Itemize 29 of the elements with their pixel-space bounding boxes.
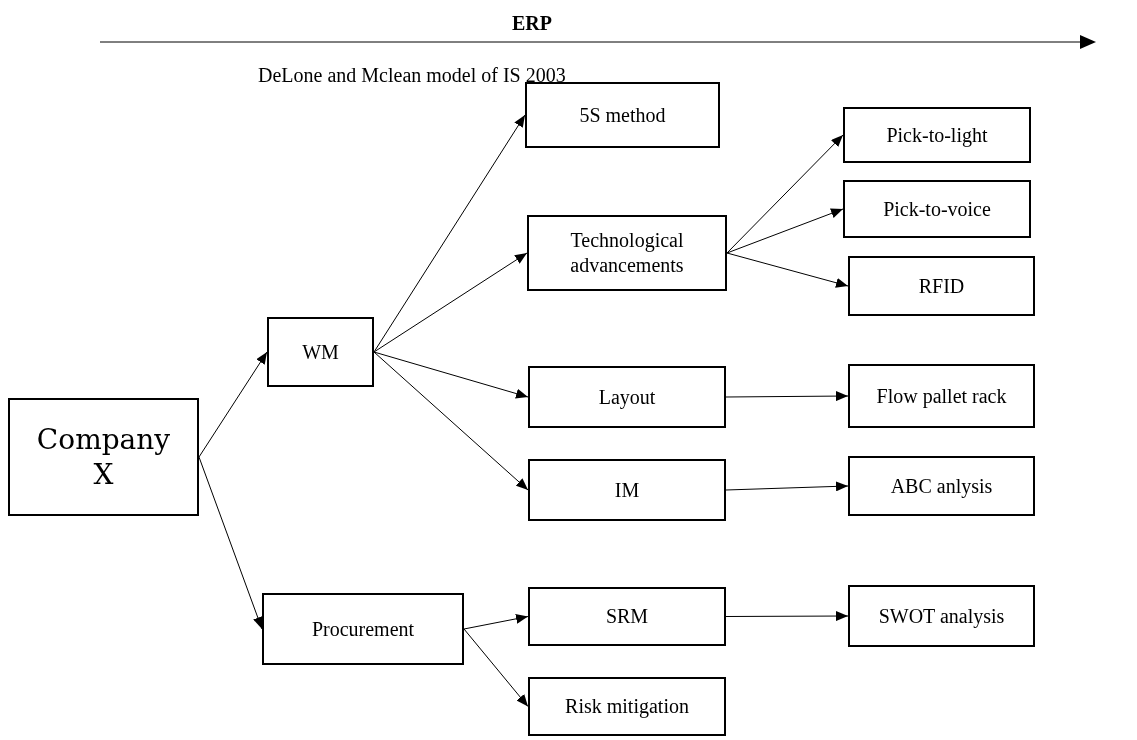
process-box: ABC anlysis (848, 456, 1035, 516)
arrow (463, 628, 529, 707)
arrow (725, 481, 849, 492)
arrow (463, 613, 529, 630)
arrow (373, 114, 526, 353)
arrow (725, 391, 849, 402)
arrow (198, 351, 268, 458)
process-box: Pick-to-voice (843, 180, 1031, 238)
process-box: Layout (528, 366, 726, 428)
arrow (373, 351, 529, 491)
arrow (726, 208, 844, 254)
arrow (373, 252, 528, 353)
process-box: SRM (528, 587, 726, 646)
process-box: Procurement (262, 593, 464, 665)
process-box: Pick-to-light (843, 107, 1031, 163)
title: ERP (512, 11, 552, 36)
arrow (726, 252, 849, 288)
process-box: SWOT analysis (848, 585, 1035, 647)
arrow (725, 611, 849, 622)
process-box: Company X (8, 398, 199, 516)
process-box: IM (528, 459, 726, 521)
process-box: 5S method (525, 82, 720, 148)
process-box: RFID (848, 256, 1035, 316)
process-box: WM (267, 317, 374, 387)
process-box: Flow pallet rack (848, 364, 1035, 428)
process-box: Technological advancements (527, 215, 727, 291)
process-box: Risk mitigation (528, 677, 726, 736)
arrow (726, 134, 844, 254)
arrow (373, 351, 529, 399)
